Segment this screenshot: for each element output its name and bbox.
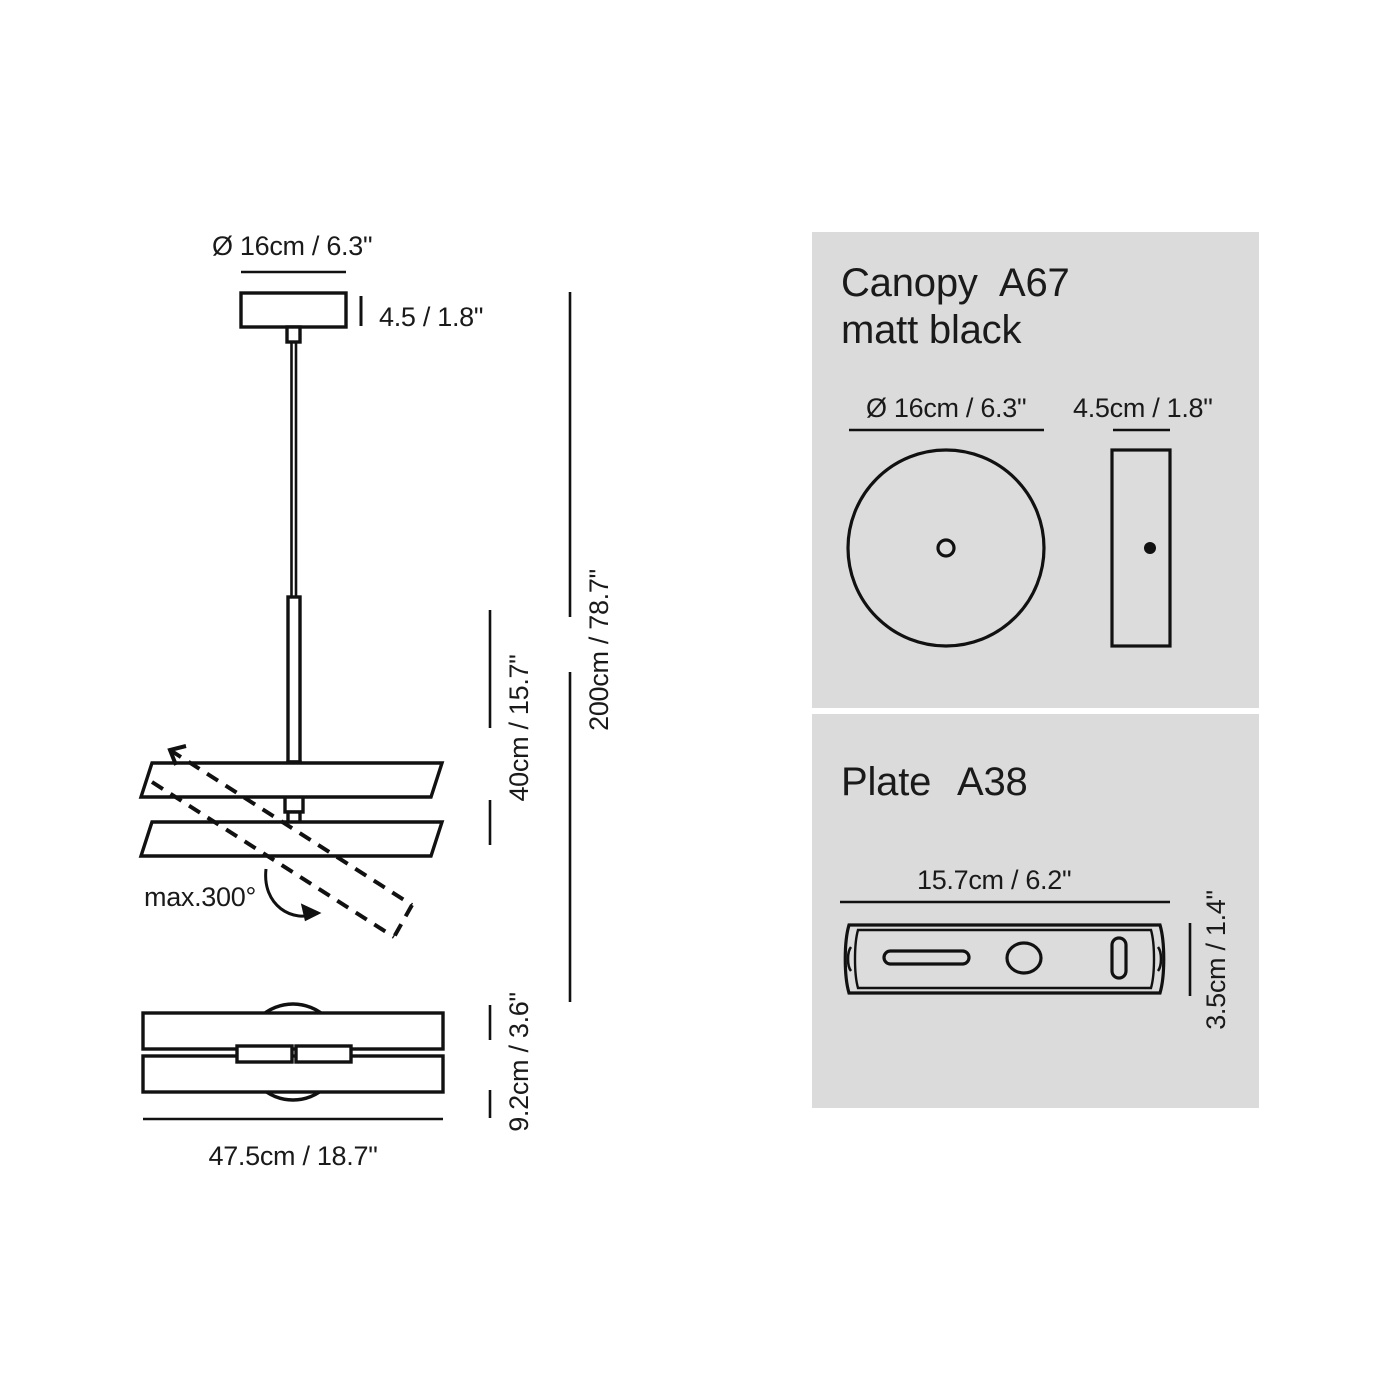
canopy-height-label: 4.5 / 1.8" [379,302,483,332]
rotated-arm-edge-top [168,748,414,907]
plan-width-label: 47.5cm / 18.7" [209,1141,378,1171]
plate-panel-code: A38 [957,760,1028,804]
rotation-arc-arrowhead [300,903,322,922]
canopy-diameter-label: Ø 16cm / 6.3" [212,231,372,261]
plate-panel-background [812,714,1259,1108]
suspension-rod-lower [286,595,302,764]
plate-body [843,923,1166,995]
rotated-arm-arrowhead [167,744,187,766]
canopy-body [239,291,348,329]
plate-horizontal-slot [882,949,971,966]
canopy-panel-subtitle: matt black [841,308,1022,352]
plate-panel-title: Plate [841,760,931,804]
canopy-side-view-hole [1144,542,1156,554]
plan-view-connector-left [235,1044,294,1064]
plate-inner-outline [853,928,1156,990]
plan-view-upper-bar [141,1011,445,1051]
plan-view-connector-right [294,1044,353,1064]
plate-left-notch [846,946,853,972]
canopy-panel-code: A67 [999,261,1070,305]
canopy-front-dimension-label: Ø 16cm / 6.3" [866,393,1026,423]
rotated-arm-edge-bottom [150,780,396,939]
upper-light-arm [138,761,445,799]
total-drop-label: 200cm / 78.7" [584,569,614,731]
plate-width-label: 15.7cm / 6.2" [917,865,1071,895]
canopy-side-dimension-label: 4.5cm / 1.8" [1073,393,1213,423]
canopy-side-view-body [1110,448,1172,648]
lower-light-arm [138,820,445,858]
fixture-height-label: 40cm / 15.7" [504,654,534,801]
rotated-arm-end-cap [392,904,414,938]
plate-right-notch [1156,946,1163,972]
rod-collar-top [285,325,302,344]
plate-height-label: 3.5cm / 1.4" [1201,890,1231,1030]
plan-depth-label: 9.2cm / 3.6" [504,992,534,1132]
rotation-label: max.300° [144,882,256,912]
plate-vertical-slot [1110,936,1128,980]
canopy-panel-title: Canopy [841,261,978,305]
canopy-front-view-center-hole [936,538,956,558]
plate-center-hole [1005,941,1043,975]
